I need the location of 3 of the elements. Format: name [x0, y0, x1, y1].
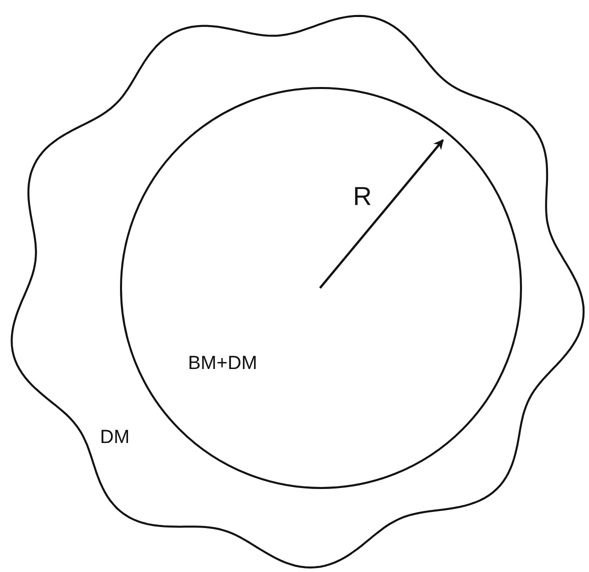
- region-label: DM: [100, 427, 130, 449]
- region-label: BM+DM: [188, 353, 258, 375]
- dimension-label: R: [353, 181, 372, 212]
